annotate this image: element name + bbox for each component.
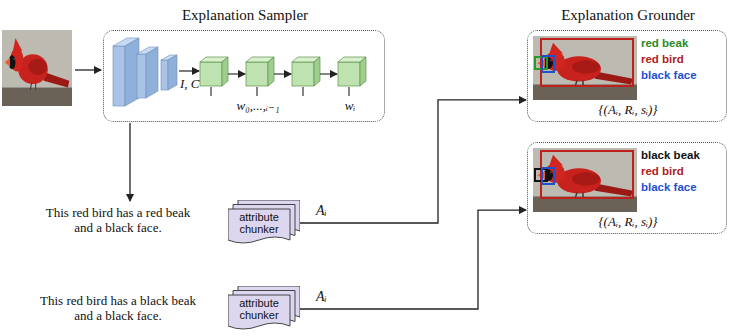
lstm-cell bbox=[200, 57, 228, 86]
document-page bbox=[228, 209, 290, 243]
chunker-label: attribute chunker bbox=[229, 297, 289, 321]
input-photo bbox=[2, 30, 72, 106]
cnn-block bbox=[146, 47, 158, 98]
feature-label: I, C bbox=[180, 76, 200, 92]
lstm-cell bbox=[292, 62, 314, 86]
sample-arrow bbox=[129, 123, 130, 201]
sampler-box: Explanation SamplerI, Cw₀,...,ᵢ₋₁wᵢ bbox=[103, 30, 385, 122]
flow-arrow bbox=[300, 210, 526, 309]
word-label: w₀,...,ᵢ₋₁ bbox=[213, 98, 303, 114]
word-output-line bbox=[348, 87, 349, 96]
grounding-set: {(Aᵢ, Rᵢ, sᵢ)} bbox=[528, 102, 728, 118]
lstm-cell bbox=[246, 57, 274, 86]
grounder-box: black beak red bird black face {(Aᵢ, Rᵢ, sᵢ… bbox=[527, 142, 727, 234]
cnn-block bbox=[161, 60, 168, 90]
recurrent-arrow bbox=[228, 73, 245, 74]
feature-arrow bbox=[179, 70, 199, 71]
attribute-tag: black face bbox=[641, 181, 697, 193]
lstm-cell bbox=[314, 57, 320, 86]
region-box bbox=[541, 151, 633, 198]
cnn-block bbox=[137, 54, 146, 98]
lstm-cell bbox=[338, 57, 366, 86]
grounder-box: Explanation Grounderred beakred birdblac… bbox=[527, 30, 727, 122]
word-input-line bbox=[256, 87, 257, 96]
grounded-photo bbox=[533, 36, 637, 100]
flow-arrow bbox=[300, 100, 526, 223]
cnn-block bbox=[113, 46, 125, 106]
attribute-tag: black face bbox=[641, 69, 697, 81]
chunker-label: attribute chunker bbox=[229, 211, 289, 235]
sentence: This red bird has a black beak and a bla… bbox=[38, 293, 198, 323]
lstm-cell bbox=[200, 62, 222, 86]
word-input-line bbox=[210, 87, 211, 96]
grounded-photo bbox=[533, 148, 637, 212]
grounding-set: {(Aᵢ, Rᵢ, sᵢ)} bbox=[528, 214, 728, 230]
document-page bbox=[228, 295, 290, 329]
section-title: Explanation Grounder bbox=[528, 7, 728, 24]
word-label: wᵢ bbox=[339, 98, 361, 114]
region-box bbox=[541, 39, 633, 86]
lstm-cell bbox=[360, 57, 366, 86]
region-box bbox=[542, 56, 554, 72]
lstm-cell bbox=[268, 57, 274, 86]
section-title: Explanation Sampler bbox=[104, 7, 386, 24]
attribute-tag: black beak bbox=[641, 149, 700, 161]
lstm-cell bbox=[292, 57, 320, 86]
lstm-cell bbox=[222, 57, 228, 86]
cnn-block bbox=[168, 55, 177, 90]
recurrent-arrow bbox=[274, 73, 291, 74]
edge-label: Aᵢ bbox=[314, 203, 329, 219]
chunker-doc: attribute chunker bbox=[228, 286, 300, 332]
attribute-tag: red bird bbox=[641, 165, 684, 177]
recurrent-arrow bbox=[320, 73, 337, 74]
chunker-doc: attribute chunker bbox=[228, 200, 300, 246]
word-input-line bbox=[302, 87, 303, 96]
input-arrow bbox=[75, 69, 101, 70]
attribute-tag: red beak bbox=[641, 37, 688, 49]
lstm-cell bbox=[246, 62, 268, 86]
edge-label: Aᵢ bbox=[314, 289, 329, 305]
attribute-tag: red bird bbox=[641, 53, 684, 65]
lstm-cell bbox=[338, 62, 360, 86]
sentence: This red bird has a red beak and a black… bbox=[38, 205, 198, 235]
region-box bbox=[542, 168, 554, 184]
